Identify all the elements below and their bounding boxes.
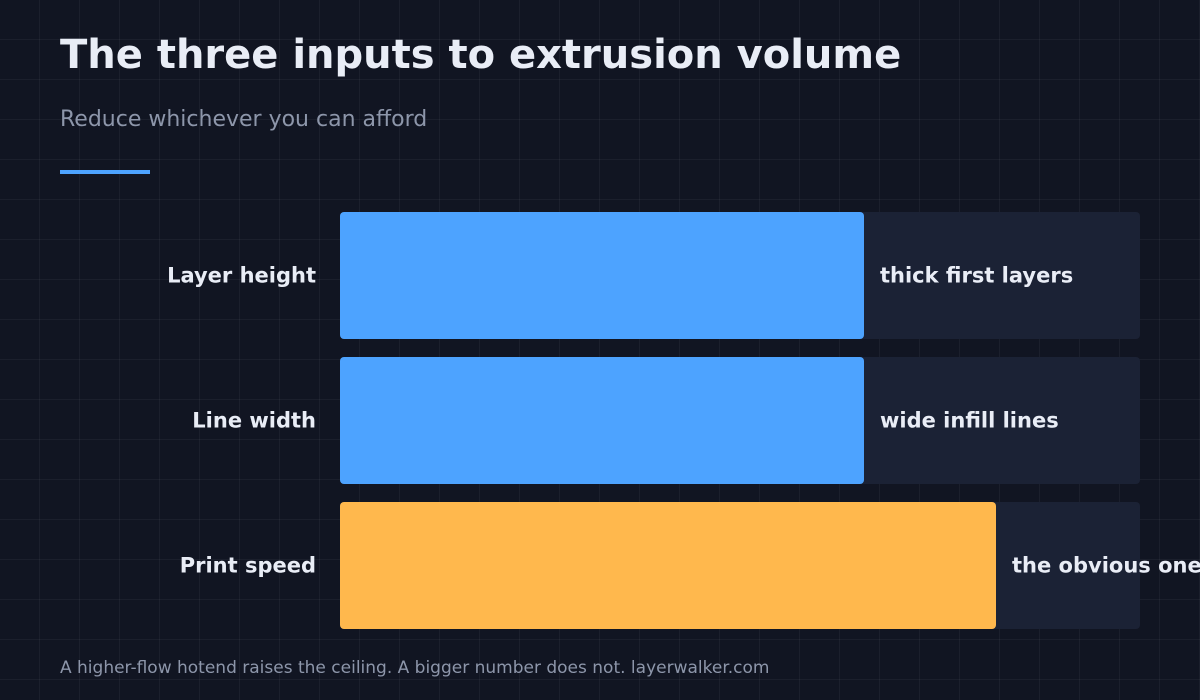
bar — [340, 502, 996, 629]
category-label: Layer height — [167, 264, 316, 288]
footer-note: A higher-flow hotend raises the ceiling.… — [60, 658, 770, 678]
accent-rule — [60, 170, 150, 174]
bar-label: the obvious one — [1012, 554, 1200, 578]
bar-label: wide infill lines — [880, 409, 1059, 433]
chart-title: The three inputs to extrusion volume — [60, 32, 902, 78]
chart-subtitle: Reduce whichever you can afford — [60, 107, 428, 132]
bar — [340, 357, 864, 484]
category-label: Print speed — [180, 554, 316, 578]
category-label: Line width — [192, 409, 316, 433]
bar — [340, 212, 864, 339]
bar-label: thick first layers — [880, 264, 1073, 288]
